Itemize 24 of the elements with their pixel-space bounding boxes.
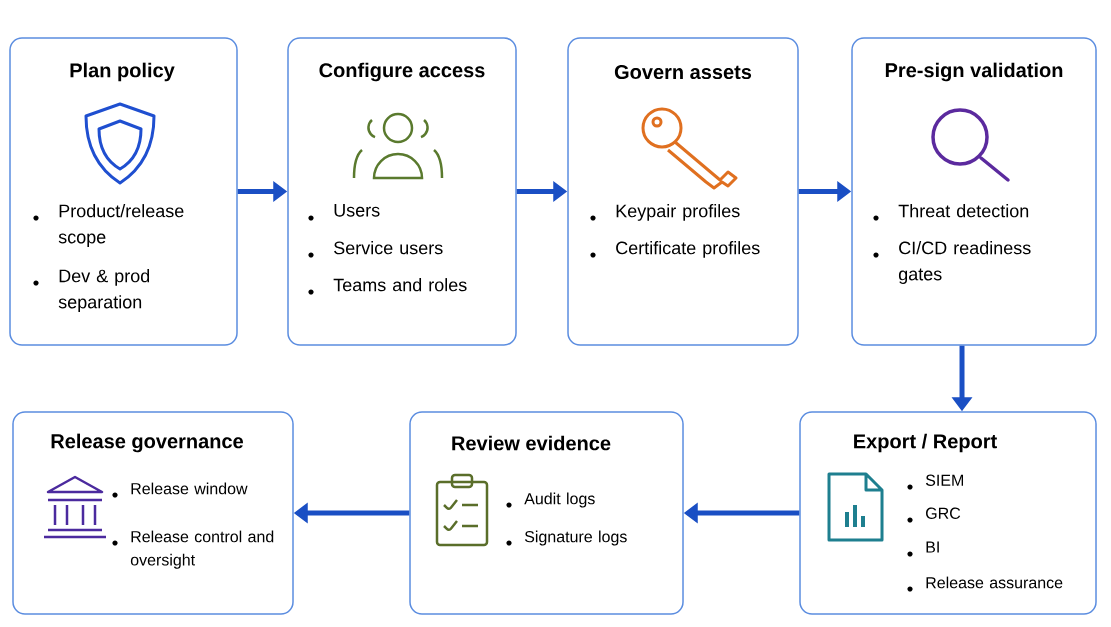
bullet-item: Teams and roles xyxy=(308,278,467,295)
bullet-item: Release window xyxy=(112,482,248,498)
card-title: Review evidence xyxy=(452,435,611,451)
card-title: Plan policy xyxy=(70,62,175,82)
card-title: Govern assets xyxy=(614,64,752,80)
bullet-item: Certificate profiles xyxy=(590,241,760,258)
bullet-item: Service users xyxy=(308,241,443,258)
bullet-item: Audit logs xyxy=(506,492,595,508)
bullet-item: Release assurance xyxy=(907,576,1063,592)
bullet-item: GRC xyxy=(907,507,961,523)
bullet-item: Product/release scope xyxy=(33,204,184,247)
bullet-item: Dev & prod separation xyxy=(33,269,150,312)
bullet-item: Keypair profiles xyxy=(590,204,740,221)
bullet-item: BI xyxy=(907,541,939,557)
card-title: Pre-sign validation xyxy=(885,62,1063,82)
bullet-item: Users xyxy=(308,204,380,221)
bullet-item: SIEM xyxy=(907,474,963,490)
card-title: Configure access xyxy=(319,62,485,82)
bullet-item: CI/CD readiness gates xyxy=(873,241,1031,284)
bullet-item: Release control and oversight xyxy=(112,530,274,569)
bullet-item: Threat detection xyxy=(873,204,1029,221)
card-title: Export / Report xyxy=(854,433,997,453)
bullet-item: Signature logs xyxy=(506,530,627,546)
card-title: Release governance xyxy=(51,433,243,453)
